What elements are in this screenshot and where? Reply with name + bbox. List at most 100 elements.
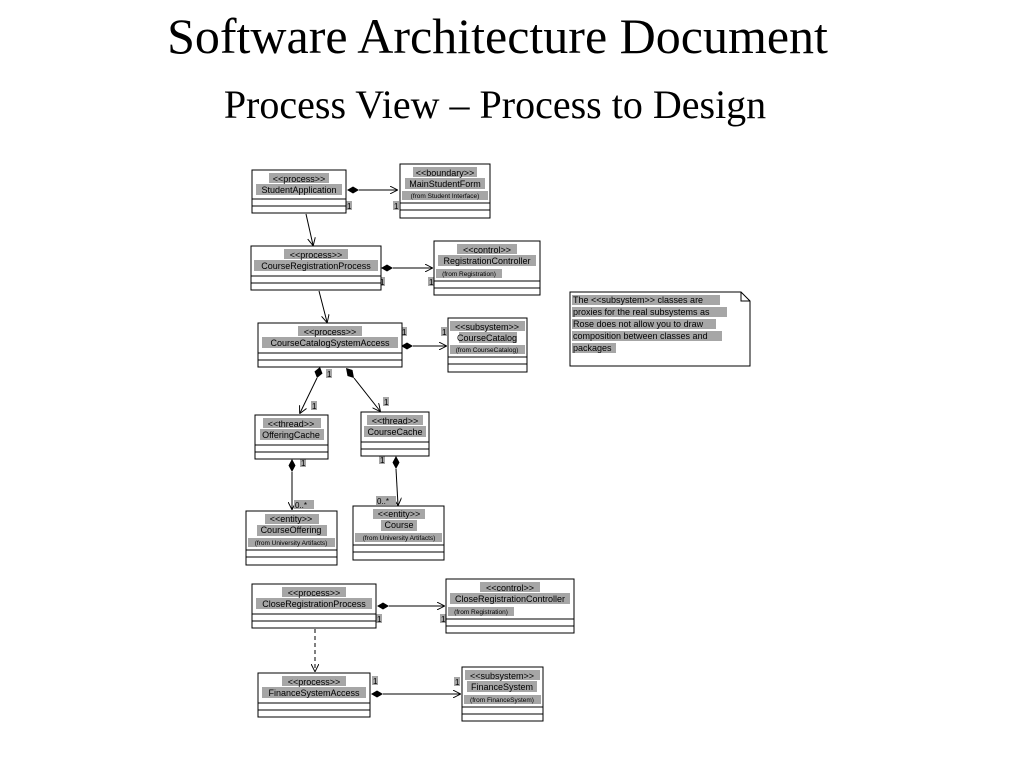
edge-course-cache-to-course [396,468,398,505]
multiplicity-label: 1 [441,327,447,337]
composition-diamond [346,368,354,378]
class-name: Course [384,520,413,530]
class-main-student-form[interactable]: <<boundary>> MainStudentForm (from Stude… [399,163,491,219]
class-close-registration-process[interactable]: <<process>> CloseRegistrationProcess [251,583,377,629]
multiplicity-label: 0..* [294,500,314,510]
class-name: CourseCache [367,427,422,437]
class-finance-system[interactable]: <<subsystem>> FinanceSystem (from Financ… [461,666,544,722]
class-stereotype: <<process>> [288,588,341,598]
class-course-catalog[interactable]: <<subsystem>> CourseCatalog (from Course… [447,317,528,373]
svg-text:0..*: 0..* [377,497,389,506]
class-registration-controller[interactable]: <<control>> RegistrationController (from… [433,240,541,296]
class-stereotype: <<process>> [290,250,343,260]
note-line: The <<subsystem>> classes are [573,295,703,305]
multiplicity-label: 1 [383,397,389,407]
class-name: CourseCatalog [457,333,517,343]
edge-student-app-to-course-reg [305,213,313,245]
subsystem-note[interactable]: The <<subsystem>> classes are proxies fo… [569,291,751,367]
class-offering-cache[interactable]: <<thread>> OfferingCache [254,414,329,460]
multiplicity-label: 1 [393,201,399,211]
class-name: FinanceSystem [471,682,533,692]
multiplicity-label: 1 [326,369,332,379]
svg-text:1: 1 [373,677,378,686]
class-stereotype: <<thread>> [268,419,315,429]
diagram-edges [289,187,461,698]
edge-catalog-access-to-course-cache [353,377,380,411]
class-name: MainStudentForm [409,179,481,189]
class-close-registration-controller[interactable]: <<control>> CloseRegistrationController … [445,578,575,634]
slide-subtitle: Process View – Process to Design [223,82,767,127]
class-course[interactable]: <<entity>> Course (from University Artif… [352,505,445,561]
multiplicity-label: 1 [379,455,385,465]
multiplicity-label: 1 [376,614,382,624]
multiplicity-label: 1 [440,614,446,624]
class-name: OfferingCache [262,430,320,440]
class-name: CloseRegistrationController [455,594,565,604]
edge-catalog-access-to-offering-cache [300,377,318,413]
multiplicity-label: 0..* [376,496,396,506]
svg-text:1: 1 [380,456,385,465]
class-name: StudentApplication [261,185,336,195]
class-package: (from University Artifacts) [363,535,436,542]
class-stereotype: <<boundary>> [416,168,475,178]
class-stereotype: <<process>> [288,677,341,687]
multiplicity-label: 1 [346,201,352,211]
composition-diamond [347,186,359,194]
svg-text:1: 1 [394,202,399,211]
class-stereotype: <<process>> [304,327,357,337]
class-stereotype: <<entity>> [378,509,421,519]
class-package: (from Registration) [454,609,508,616]
class-stereotype: <<control>> [463,245,511,255]
class-course-registration-process[interactable]: <<process>> CourseRegistrationProcess [250,245,382,291]
class-name: FinanceSystemAccess [268,688,360,698]
composition-diamond [314,367,323,378]
svg-text:1: 1 [429,278,434,287]
class-package: (from FinanceSystem) [470,697,534,704]
svg-text:1: 1 [441,615,446,624]
multiplicity-label: 1 [311,401,317,411]
composition-diamond [392,456,400,469]
class-stereotype: <<subsystem>> [455,322,519,332]
class-name: CourseOffering [261,525,322,535]
composition-diamond [288,459,296,472]
svg-text:1: 1 [327,370,332,379]
class-stereotype: <<subsystem>> [470,671,534,681]
class-student-application[interactable]: <<process>> StudentApplication [251,169,347,214]
multiplicity-label: 1 [379,277,385,287]
class-course-cache[interactable]: <<thread>> CourseCache [360,411,430,457]
note-line: packages [573,343,612,353]
multiplicity-label: 1 [428,277,434,287]
svg-text:1: 1 [380,278,385,287]
class-stereotype: <<control>> [486,583,534,593]
svg-text:1: 1 [384,398,389,407]
composition-diamond [401,342,413,350]
class-stereotype: <<process>> [273,174,326,184]
svg-text:1: 1 [312,402,317,411]
class-name: RegistrationController [443,256,530,266]
svg-text:1: 1 [402,328,407,337]
class-course-catalog-system-access[interactable]: <<process>> CourseCatalogSystemAccess [257,322,403,368]
class-name: CloseRegistrationProcess [262,599,366,609]
class-finance-system-access[interactable]: <<process>> FinanceSystemAccess [257,672,371,718]
svg-text:1: 1 [301,459,306,468]
composition-diamond [371,690,383,698]
svg-text:1: 1 [455,678,460,687]
class-course-offering[interactable]: <<entity>> CourseOffering (from Universi… [245,510,338,566]
svg-text:1: 1 [347,202,352,211]
class-name: CourseRegistrationProcess [261,261,371,271]
class-stereotype: <<entity>> [270,514,313,524]
multiplicity-label: 1 [372,676,378,686]
class-package: (from CourseCatalog) [456,347,519,354]
class-package: (from Registration) [442,271,496,278]
svg-text:1: 1 [442,328,447,337]
multiplicity-label: 1 [300,458,306,468]
composition-diamond [377,602,389,610]
svg-text:1: 1 [377,615,382,624]
class-package: (from University Artifacts) [255,540,328,547]
note-line: composition between classes and [573,331,708,341]
class-name: CourseCatalogSystemAccess [270,338,390,348]
svg-text:0..*: 0..* [295,501,307,510]
multiplicity-label: 1 [401,327,407,337]
multiplicity-label: 1 [454,677,460,687]
